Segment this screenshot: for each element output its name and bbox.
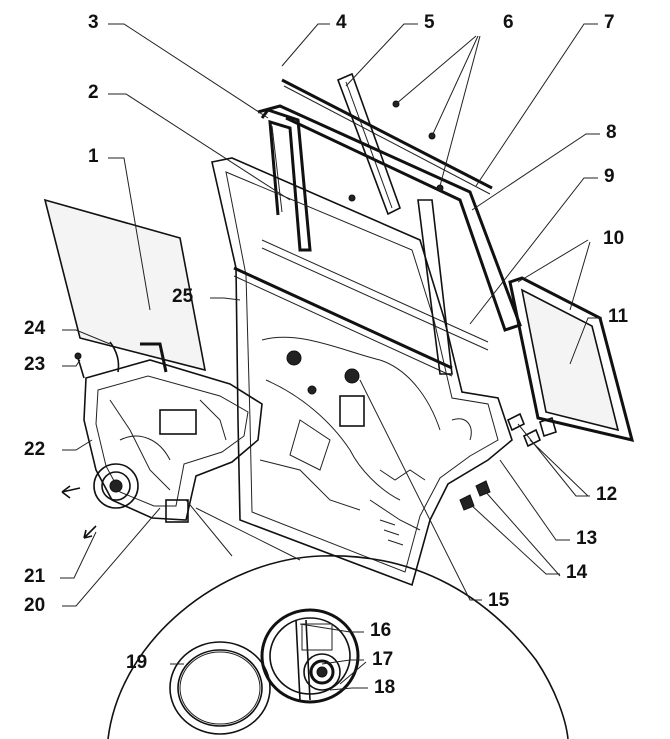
motor-mount-detail (260, 608, 360, 704)
callout-12: 12 (596, 484, 618, 505)
seal-ring-19 (169, 641, 271, 735)
callout-5: 5 (424, 12, 435, 33)
callout-3: 3 (88, 12, 99, 33)
callout-6: 6 (503, 12, 514, 33)
leader-lines (60, 23, 602, 691)
callout-1: 1 (88, 146, 99, 167)
callout-13: 13 (576, 528, 598, 549)
regulator-details (109, 342, 227, 523)
callout-16: 16 (370, 620, 392, 641)
belt-line-strip-2 (233, 275, 453, 377)
detail-connector-right (195, 507, 301, 561)
callout-22: 22 (24, 439, 46, 460)
callout-20: 20 (24, 595, 46, 616)
detail-connector-left (185, 499, 233, 557)
door-inner-details (259, 336, 472, 546)
quarter-glass-seal (508, 276, 635, 443)
outer-seal-strip-edge (283, 85, 491, 195)
callout-23: 23 (24, 354, 46, 375)
window-glass (43, 198, 207, 372)
door-shell-inner (225, 171, 499, 573)
callout-24: 24 (24, 318, 46, 339)
pin-23-head (74, 352, 82, 360)
screw-arrow-left (61, 485, 81, 499)
callout-7: 7 (604, 12, 615, 33)
callout-9: 9 (604, 166, 615, 187)
detail-magnifier-outline (107, 555, 569, 739)
door-shell (211, 157, 513, 587)
callout-11: 11 (608, 306, 629, 327)
regulator-motor (93, 463, 139, 509)
callout-4: 4 (336, 12, 347, 33)
callout-8: 8 (606, 122, 617, 143)
rear-channel (417, 199, 453, 375)
seal-screw-4 (348, 194, 356, 202)
outer-seal-strip (281, 78, 493, 190)
front-channel-inner (271, 125, 283, 213)
callout-19: 19 (126, 652, 148, 673)
callout-17: 17 (372, 649, 394, 670)
belt-line-strip (233, 266, 453, 370)
belt-line-strip-upper (261, 239, 489, 343)
regulator-carrier-plate (83, 359, 263, 521)
callout-15: 15 (488, 590, 510, 611)
front-window-channel (260, 108, 312, 252)
cable-24 (109, 341, 120, 373)
callout-14: 14 (566, 562, 588, 583)
callout-10: 10 (603, 228, 625, 249)
quarter-glass (520, 288, 620, 432)
callout-25: 25 (172, 286, 194, 307)
callout-21: 21 (24, 566, 46, 587)
belt-line-strip-upper-2 (261, 247, 489, 351)
screw-arrow-bottom (83, 525, 97, 539)
callout-2: 2 (88, 82, 99, 103)
vertical-guide-rail (336, 72, 401, 216)
callout-18: 18 (374, 677, 396, 698)
